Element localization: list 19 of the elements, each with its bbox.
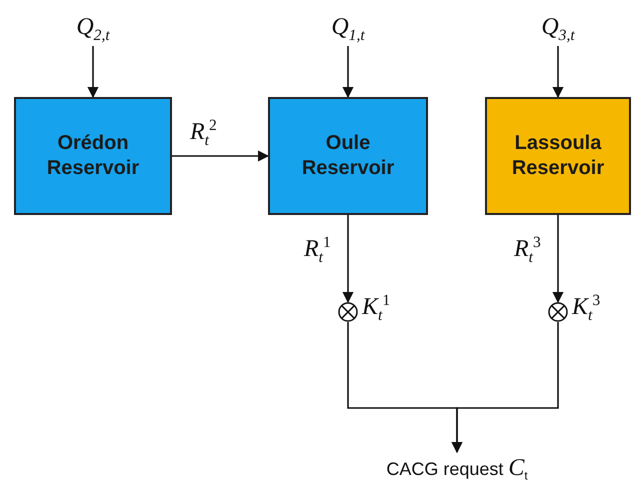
multiplier-symbol xyxy=(548,302,568,322)
inflow-label: Q$_{2,t}$ xyxy=(76,14,110,44)
reservoir-name: Lassoula Reservoir xyxy=(510,131,606,181)
reservoir-box xyxy=(485,97,631,215)
reservoir-name: Orédon Reservoir xyxy=(46,131,140,181)
reservoir-box xyxy=(268,97,428,215)
reservoir-box xyxy=(14,97,172,215)
arrow xyxy=(342,215,354,304)
inflow-label: Q$_{1,t}$ xyxy=(331,14,365,44)
arrow xyxy=(552,215,564,304)
arrow xyxy=(451,322,559,454)
arrow xyxy=(552,46,564,98)
arrow xyxy=(172,150,270,162)
request-label: CACG request C$_{t}$ xyxy=(386,455,528,483)
arrow xyxy=(87,46,99,98)
reservoir-name: Oule Reservoir xyxy=(300,131,396,181)
multiplier-symbol xyxy=(338,302,358,322)
inflow-label: Q$_{3,t}$ xyxy=(541,14,575,44)
arrow xyxy=(342,46,354,98)
